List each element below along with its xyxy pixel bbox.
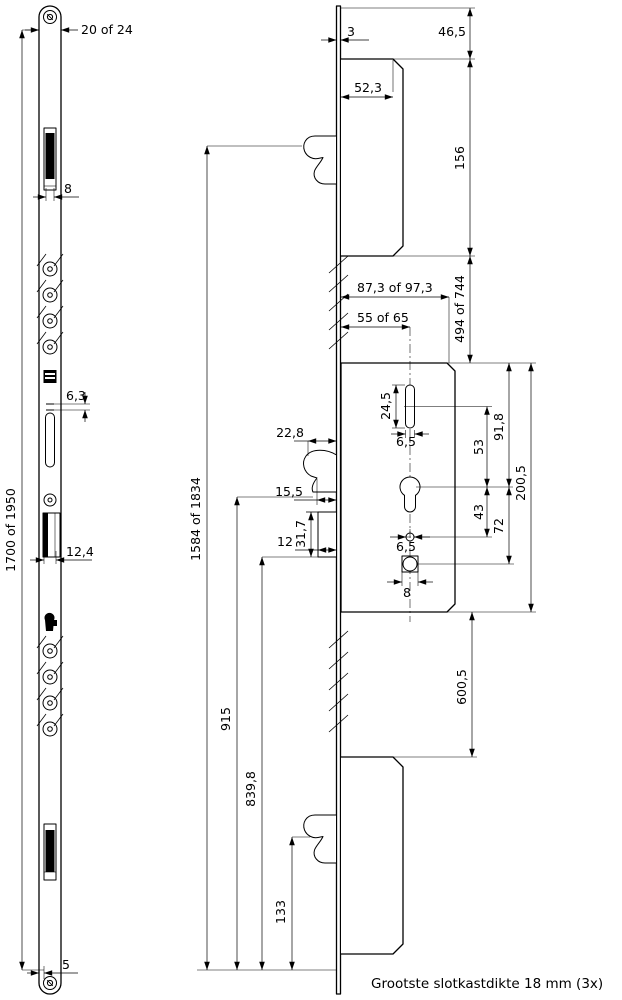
break-hatch-upper	[36, 253, 64, 345]
dim-hook-to-end-label: 1584 of 1834	[188, 477, 203, 561]
dim-aux-length	[306, 511, 318, 557]
dim-end-offset	[27, 966, 78, 979]
dim-end-offset-label: 5	[62, 957, 70, 972]
dim-case-to-lower-label: 600,5	[454, 669, 469, 705]
fixing-hole	[43, 493, 57, 507]
middle-nose	[303, 449, 337, 493]
top-screw	[43, 10, 57, 24]
drive-element	[43, 370, 57, 383]
dim-latch-width-label: 8	[64, 181, 72, 196]
dim-aux-to-end-label: 839,8	[243, 771, 258, 807]
dim-detail-gap-label: 6,3	[66, 388, 86, 403]
break-hatch-lower	[36, 635, 64, 727]
dim-aux-length-label: 31,7	[293, 520, 308, 548]
dim-latch-projection-label: 15,5	[275, 484, 303, 499]
dim-nose-projection-label: 22,8	[276, 425, 304, 440]
top-latch-front	[43, 127, 57, 191]
dim-case-depth-label: 87,3 of 97,3	[357, 280, 433, 295]
dim-hook-to-case-label: 494 of 744	[452, 275, 467, 343]
dim-hole-diameter-label: 6,5	[396, 539, 416, 554]
extension-lines	[197, 7, 536, 971]
bottom-screw	[43, 976, 57, 990]
dim-hook-housing-length-label: 156	[452, 146, 467, 170]
detail-6-3	[46, 403, 54, 411]
dim-total-length-label: 1700 of 1950	[3, 488, 18, 572]
dim-slot-width-label: 6,5	[396, 434, 416, 449]
upper-rollers	[36, 253, 64, 355]
top-hook-housing	[341, 58, 404, 257]
dim-case-length-label: 200,5	[513, 465, 528, 501]
dim-lower-hook-to-end-label: 133	[273, 900, 288, 924]
caption: Grootste slotkastdikte 18 mm (3x)	[371, 976, 603, 992]
square-follower	[401, 555, 419, 573]
cylinder-symbol	[44, 612, 57, 631]
side-view: 3 46,5 156 52,3 87,3 of 97,3 55 of 65 49…	[188, 5, 536, 995]
case-front	[42, 512, 61, 558]
plate-break-lower	[328, 630, 349, 733]
faceplate-side	[335, 5, 342, 995]
dim-faceplate-width-label: 20 of 24	[81, 22, 133, 37]
dim-case-front-width-label: 12,4	[66, 544, 94, 559]
dim-follower-size-label: 8	[403, 585, 411, 600]
dim-aux-projection-label: 12	[277, 534, 293, 549]
lock-case	[340, 362, 456, 613]
bottom-hook	[303, 814, 337, 864]
dim-latch-to-end-label: 915	[218, 707, 233, 731]
dim-slot-to-cylinder-label: 53	[471, 439, 486, 455]
dim-hook-depth-label: 52,3	[354, 80, 382, 95]
dim-case-front-width	[30, 551, 92, 564]
slot-front	[45, 412, 55, 468]
lower-rollers	[36, 635, 64, 737]
dim-slot-length-label: 24,5	[378, 392, 393, 420]
dim-plate-thickness-label: 3	[347, 24, 355, 39]
dim-cylinder-to-hole-label: 43	[471, 504, 486, 520]
dim-latch-width	[33, 188, 79, 201]
dim-total-length	[19, 29, 44, 971]
bottom-hook-housing	[341, 756, 404, 955]
dim-detail-gap	[54, 392, 90, 422]
front-view: 20 of 24 8 6,3 12,4	[3, 5, 133, 995]
dim-top-offset-label: 46,5	[438, 24, 466, 39]
bottom-latch-front	[43, 823, 57, 881]
aux-case	[317, 511, 337, 558]
dim-top-to-cylinder-label: 91,8	[491, 413, 506, 441]
dim-backset-label: 55 of 65	[357, 310, 409, 325]
dim-cylinder-to-follower-label: 72	[491, 518, 506, 534]
euro-cylinder-hole	[399, 476, 421, 513]
top-hook	[303, 135, 337, 185]
